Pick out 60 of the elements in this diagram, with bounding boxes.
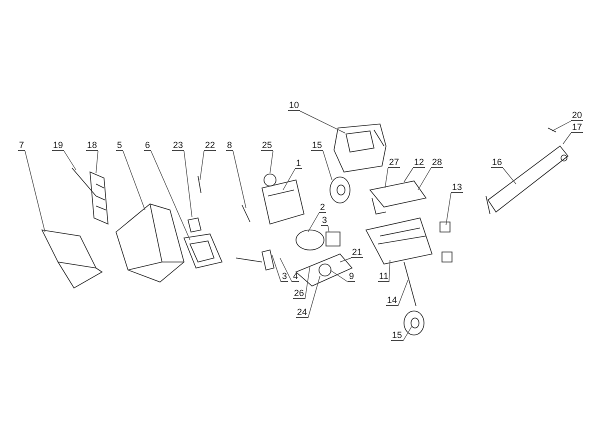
callout-number: 24 bbox=[296, 307, 308, 318]
leader-line bbox=[552, 120, 572, 132]
callout-number: 15 bbox=[311, 140, 324, 151]
callout-number: 3 bbox=[281, 271, 288, 282]
callout-number: 14 bbox=[386, 295, 398, 306]
leader-line bbox=[404, 168, 414, 182]
leader-line bbox=[398, 280, 408, 306]
callout-number: 5 bbox=[116, 140, 124, 151]
callout-number: 2 bbox=[319, 202, 326, 213]
leader-line bbox=[402, 326, 412, 342]
leader-line bbox=[328, 226, 330, 232]
callout-number: 11 bbox=[378, 271, 390, 282]
callout-number: 17 bbox=[571, 122, 584, 133]
callout-number: 13 bbox=[451, 182, 464, 193]
leader-line bbox=[322, 150, 332, 180]
callout-number: 19 bbox=[52, 140, 64, 151]
callout-number: 4 bbox=[292, 271, 300, 282]
callout-number: 6 bbox=[144, 140, 152, 151]
callout-number: 12 bbox=[413, 157, 426, 168]
callout-number: 8 bbox=[226, 140, 234, 151]
callout-number: 3 bbox=[321, 215, 328, 226]
leader-line bbox=[446, 192, 452, 226]
callout-number: 10 bbox=[288, 100, 300, 111]
leader-line bbox=[280, 258, 292, 282]
callout-number: 26 bbox=[293, 288, 306, 299]
leader-line bbox=[308, 212, 320, 232]
callout-number: 23 bbox=[172, 140, 184, 151]
callout-number: 27 bbox=[388, 157, 400, 168]
leader-line bbox=[340, 258, 352, 262]
callout-number: 9 bbox=[348, 271, 356, 282]
leader-line bbox=[270, 150, 274, 174]
leader-line bbox=[418, 168, 432, 190]
callout-number: 15 bbox=[391, 330, 404, 341]
leader-line bbox=[502, 168, 516, 184]
leader-line bbox=[184, 150, 192, 218]
callout-number: 21 bbox=[351, 247, 364, 258]
leader-line bbox=[232, 150, 246, 208]
leader-line bbox=[122, 150, 146, 210]
callout-number: 20 bbox=[571, 110, 584, 121]
leader-line bbox=[64, 150, 76, 170]
leader-line bbox=[24, 150, 46, 232]
leader-line bbox=[330, 270, 348, 282]
leader-line bbox=[562, 132, 572, 144]
callout-number: 28 bbox=[431, 157, 444, 168]
leader-line bbox=[384, 168, 388, 188]
leader-line bbox=[96, 150, 98, 174]
leader-line bbox=[272, 254, 282, 282]
callout-number: 25 bbox=[261, 140, 274, 151]
leader-line bbox=[300, 110, 346, 134]
leader-line bbox=[388, 260, 390, 282]
leader-line bbox=[200, 150, 204, 180]
leader-line bbox=[150, 150, 190, 240]
callout-number: 16 bbox=[491, 157, 504, 168]
callout-number: 18 bbox=[86, 140, 98, 151]
callout-number: 22 bbox=[204, 140, 216, 151]
leader-line bbox=[282, 168, 296, 190]
callout-number: 7 bbox=[18, 140, 26, 151]
callout-number: 1 bbox=[295, 158, 302, 169]
leader-line bbox=[304, 266, 310, 300]
leader-line bbox=[308, 276, 320, 318]
